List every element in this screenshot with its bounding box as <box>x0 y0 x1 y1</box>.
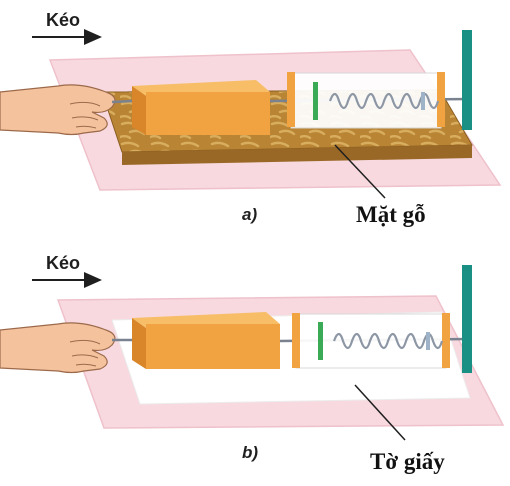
wooden-block <box>132 80 270 135</box>
pull-label: Kéo <box>46 10 80 30</box>
spring-icon <box>332 332 444 350</box>
hand-icon <box>0 322 132 374</box>
surface-label: Tờ giấy <box>370 449 445 474</box>
spring-scale <box>292 313 450 369</box>
surface-label: Mặt gỗ <box>356 202 426 227</box>
panel-a: Kéo a) Mặt gỗ <box>0 10 502 227</box>
pointer-line <box>334 144 386 199</box>
part-label: a) <box>242 205 257 224</box>
wall-post-icon <box>462 265 472 373</box>
part-label: b) <box>242 443 258 462</box>
pull-label: Kéo <box>46 253 80 273</box>
wall-post-icon <box>462 30 472 130</box>
hand-icon <box>0 84 133 136</box>
wooden-block <box>132 312 280 369</box>
spring-scale <box>287 72 445 129</box>
panel-b: Kéo b) Tờ giấy <box>0 253 505 474</box>
spring-icon <box>328 92 440 110</box>
pointer-line <box>354 384 406 441</box>
